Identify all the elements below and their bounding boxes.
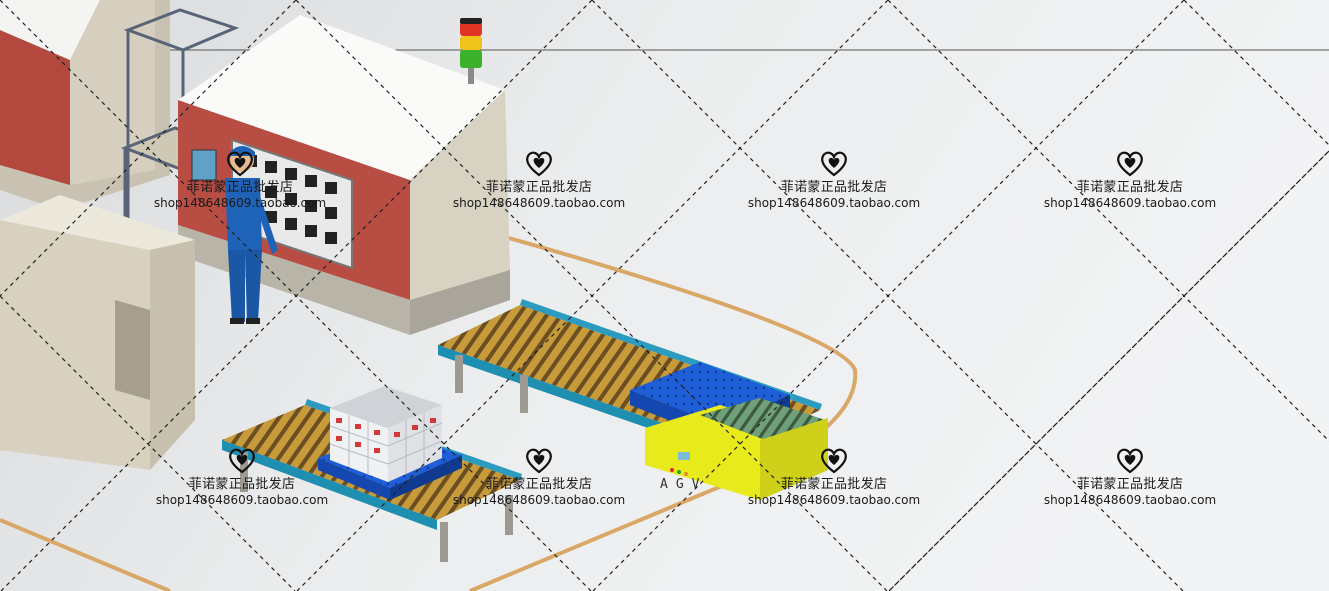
agv-vehicle: AGV <box>645 398 828 500</box>
machine-bottom-left <box>0 195 195 470</box>
agv-track <box>0 518 171 591</box>
agv-label: AGV <box>660 477 707 492</box>
pallet-with-boxes <box>318 386 462 500</box>
machine-top-left <box>0 0 170 210</box>
stack-light <box>460 18 482 84</box>
